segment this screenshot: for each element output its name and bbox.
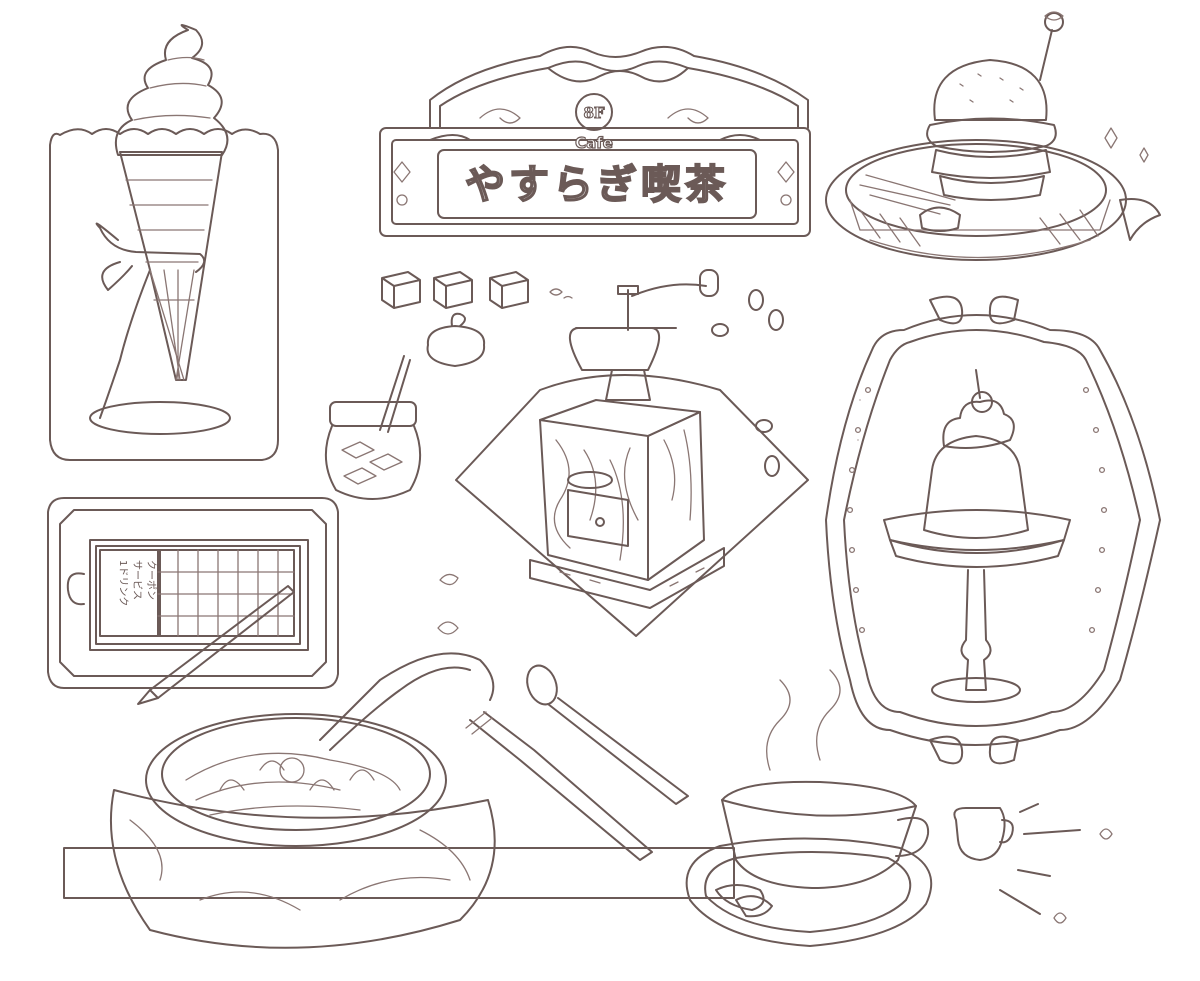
sign-floor-label: 8F [583, 104, 604, 122]
cafe-sign: 8F Cafe やすらぎ喫茶 [379, 45, 811, 237]
coffee-grinder [455, 269, 809, 637]
coupon-line-2: サービス [131, 560, 143, 600]
pudding-stand [825, 295, 1161, 765]
coupon-card: 1ドリンク サービス クーポン [47, 497, 339, 705]
coupon-line-3: クーポン [145, 560, 157, 600]
sign-shop-name: やすらぎ喫茶 [465, 162, 729, 208]
coffee-cup [685, 669, 933, 947]
milk-pitcher [953, 803, 1113, 924]
sugar-cubes [381, 271, 573, 309]
soft-serve-ice-cream-cone [49, 24, 279, 461]
coupon-line-1: 1ドリンク [117, 560, 129, 606]
hamburger-basket [825, 11, 1161, 261]
fork-and-spoon [465, 664, 689, 861]
sugar-jar [324, 312, 486, 500]
spaghetti-plate [63, 573, 735, 949]
sign-subtitle: Cafe [575, 134, 613, 152]
